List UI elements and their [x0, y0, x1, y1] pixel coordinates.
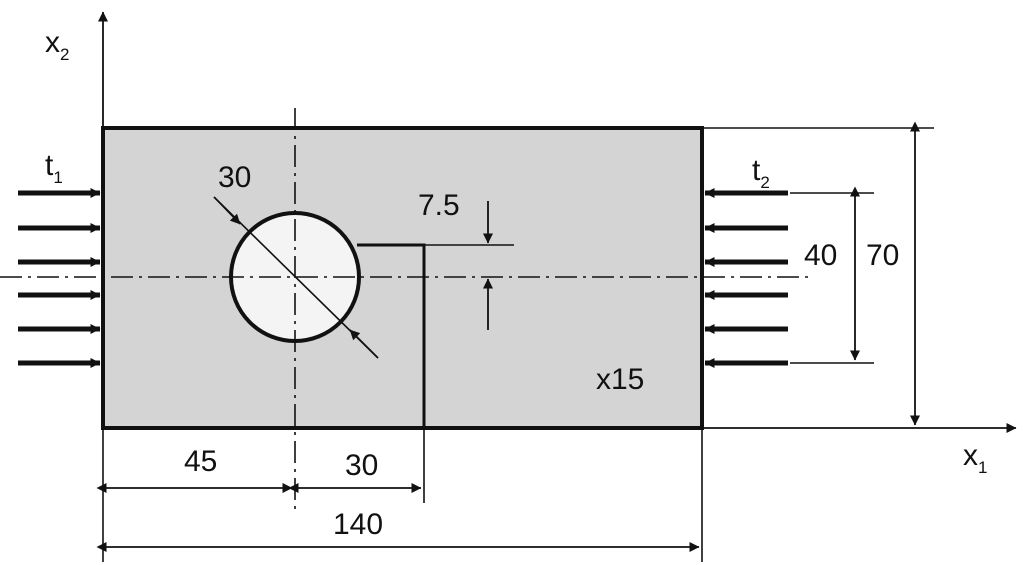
plate — [101, 126, 704, 430]
hole-diameter-arrow-lower — [349, 329, 379, 359]
x1-axis-label: x1 — [963, 439, 987, 477]
hole-x-label: 45 — [184, 445, 217, 478]
hole-diameter-label: 30 — [218, 161, 251, 194]
slot-height-label: 7.5 — [418, 189, 460, 222]
slot-x-label: 30 — [345, 449, 378, 482]
hole-diameter-arrow-upper — [213, 196, 241, 225]
thickness-label: x15 — [596, 363, 644, 396]
left-load-arrows — [18, 188, 101, 368]
x2-axis-label: x2 — [45, 26, 69, 64]
load-t2-label: t2 — [752, 154, 770, 192]
right-load-arrows — [704, 188, 788, 368]
plate-height-label: 70 — [866, 239, 899, 272]
plate-width-label: 140 — [333, 508, 383, 541]
load-t1-label: t1 — [45, 149, 63, 187]
load-height-label: 40 — [804, 239, 837, 272]
